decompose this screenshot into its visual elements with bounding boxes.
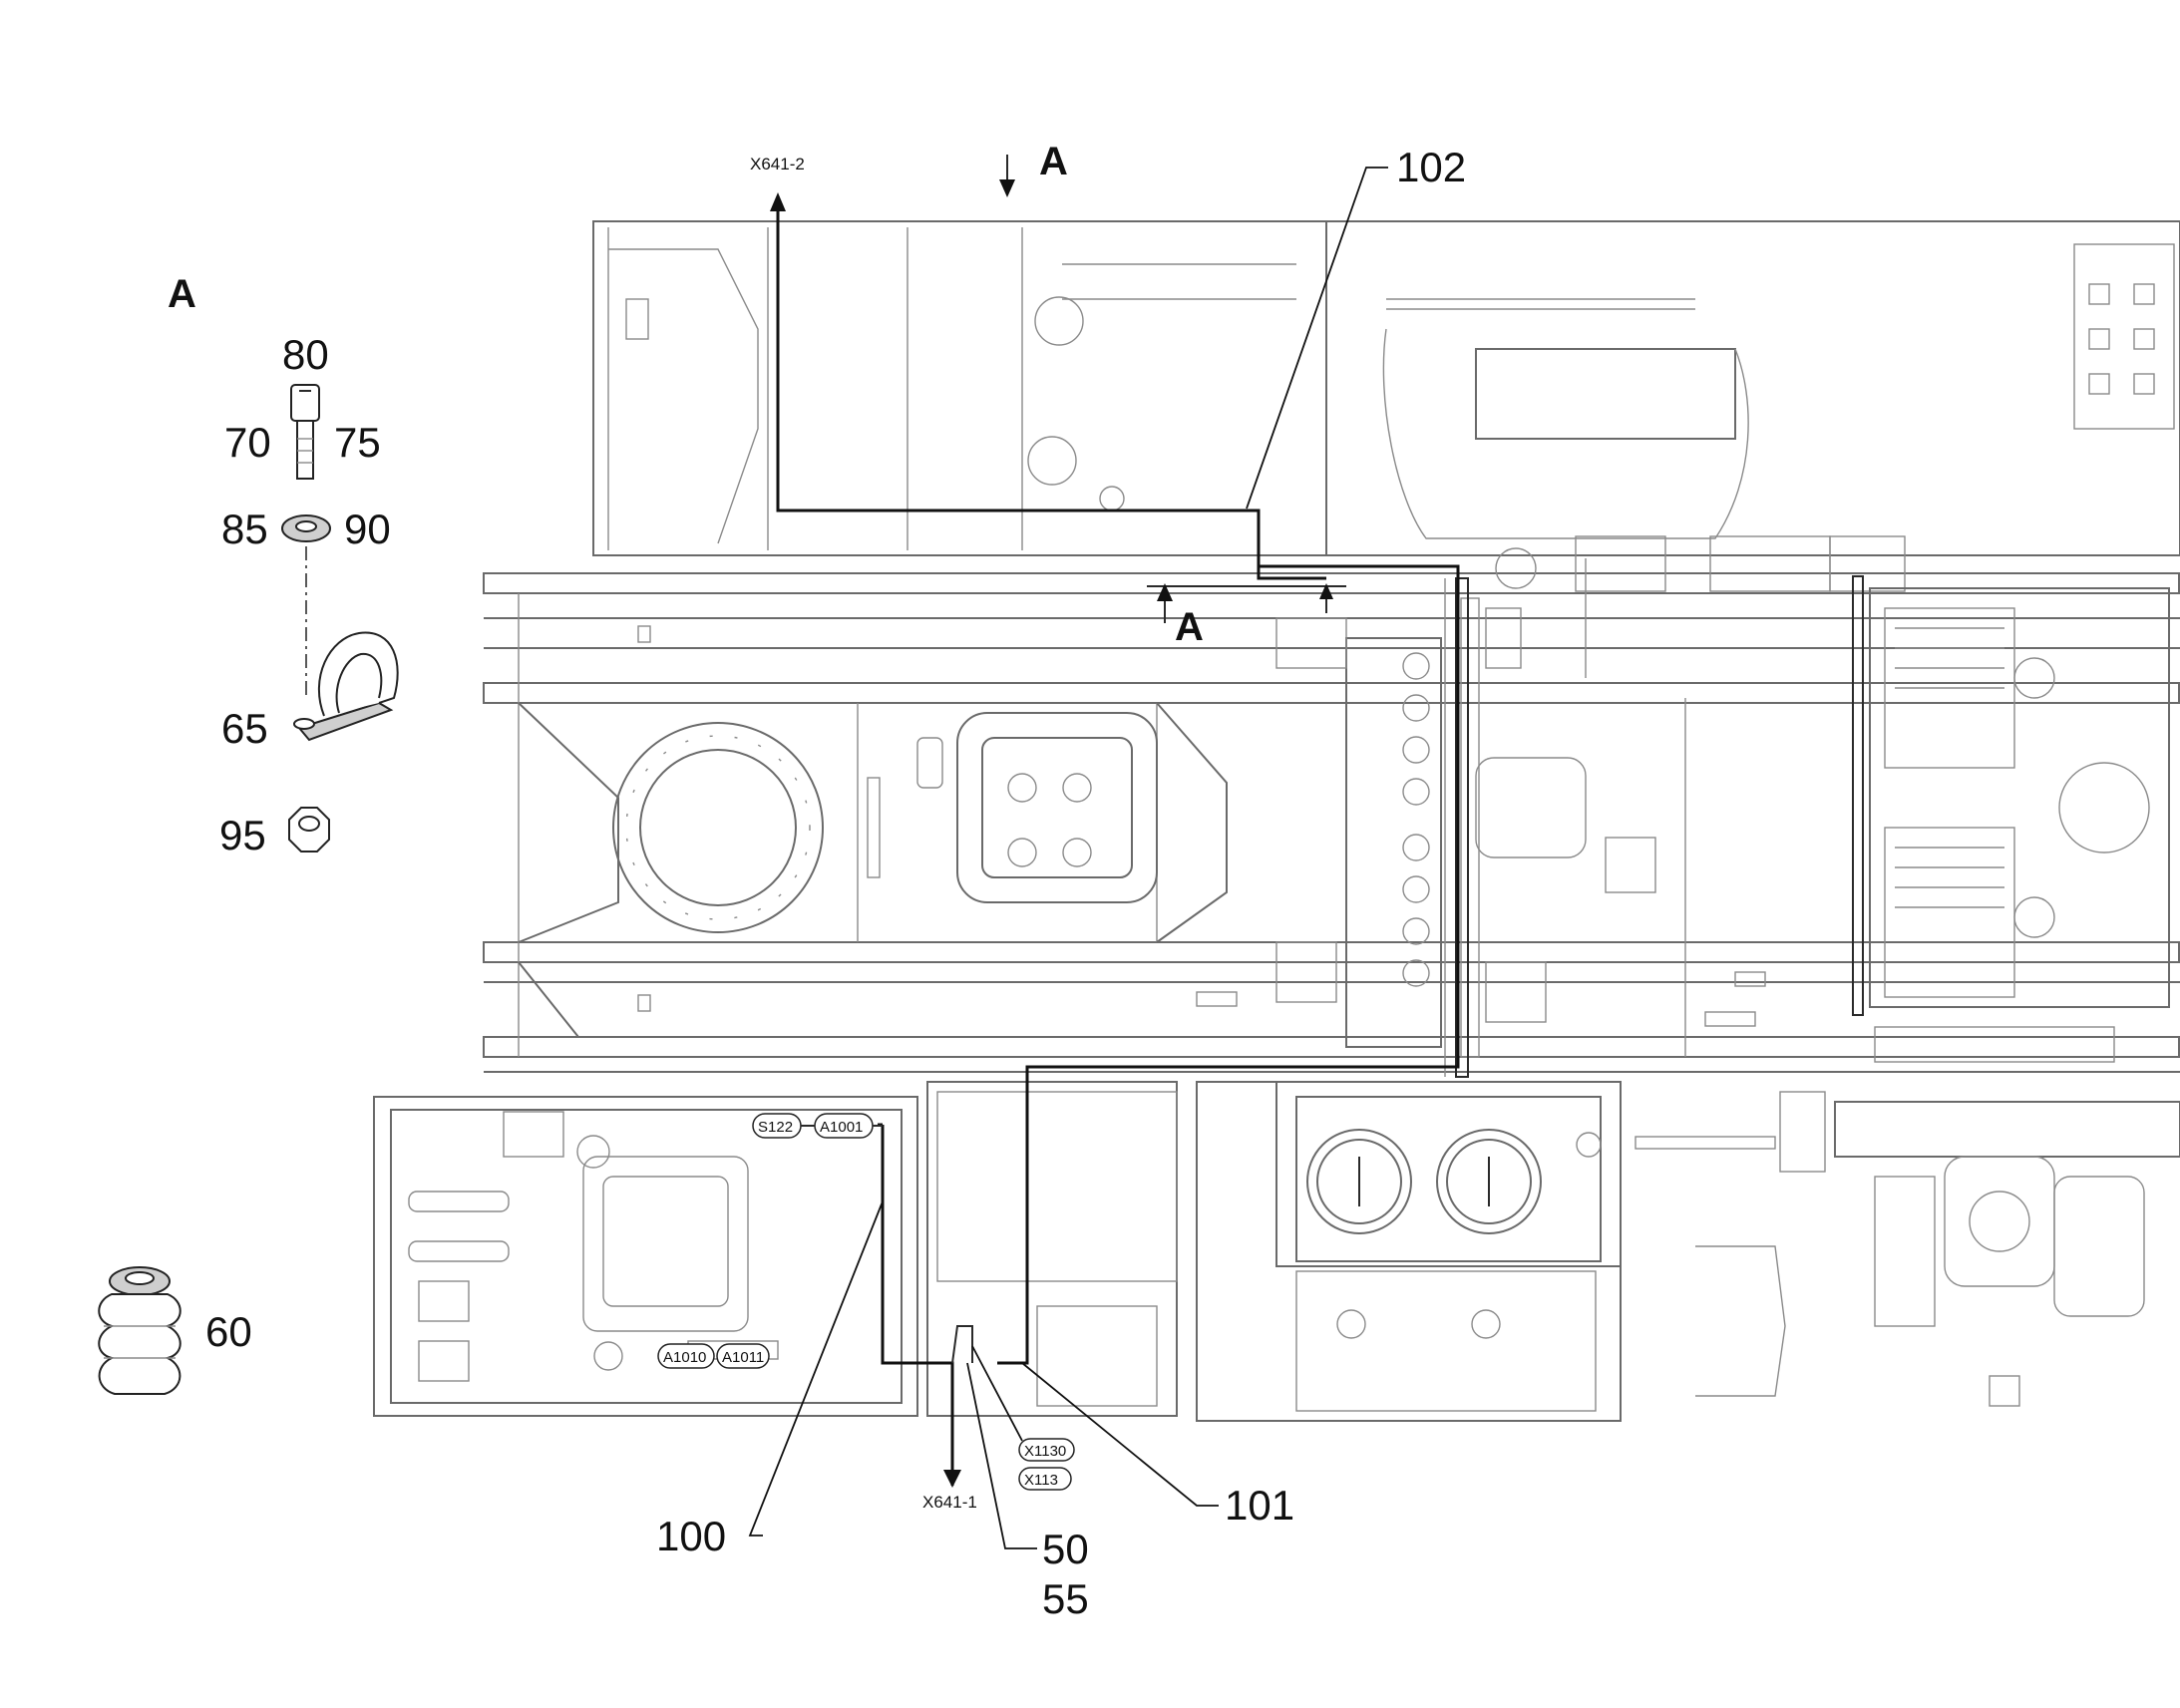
operator-cabin [373,1096,918,1417]
grommet-icon [98,1266,182,1395]
tag-x1130: X1130 [1024,1443,1066,1460]
item-70: 70 [224,419,271,466]
crane-chassis [373,220,2180,1422]
item-55: 55 [1042,1575,1089,1622]
tag-a1011: A1011 [722,1349,764,1366]
bolt-icon [290,384,320,480]
engine [1852,575,2170,1063]
section-label-mid: A [1175,605,1204,649]
item-65: 65 [221,705,268,752]
section-label-top: A [1039,140,1068,183]
item-60: 60 [205,1308,252,1355]
component-tags: S122 A1001 A1010 A1011 X1130 X113 [657,1113,1075,1491]
arrow-up-icon [770,192,786,211]
tag-s122: S122 [758,1119,793,1136]
cable-clamp-icon [293,631,399,742]
nut-icon [288,807,330,853]
item-75: 75 [334,419,381,466]
section-arrow-top [999,155,1015,197]
tag-x113: X113 [1024,1472,1058,1489]
washer-icon [281,514,331,542]
connector-x641-2: X641-2 [750,155,805,173]
item-80: 80 [282,331,329,378]
hydraulic-tank [1196,1081,1622,1422]
wire-harness [776,204,1460,1486]
arrow-down-icon [943,1470,961,1488]
item-100: 100 [656,1513,726,1559]
item-102: 102 [1396,144,1466,190]
section-arrow-mid [1157,583,1333,623]
tag-a1010: A1010 [663,1349,706,1366]
item-90: 90 [344,506,391,552]
item-101: 101 [1225,1482,1294,1529]
slewing-ring-flange [612,722,824,933]
item-95: 95 [219,812,266,858]
tag-a1001: A1001 [820,1119,863,1136]
callouts: 102 100 101 50 55 [656,144,1466,1622]
connector-x641-1: X641-1 [922,1493,977,1512]
item-85: 85 [221,506,268,552]
detail-view-label: A [168,272,196,316]
slew-drive [867,712,1158,903]
detail-view-a: A 80 70 75 85 90 65 [98,272,399,1395]
valve-bank [1275,597,1480,1058]
item-50: 50 [1042,1526,1089,1572]
